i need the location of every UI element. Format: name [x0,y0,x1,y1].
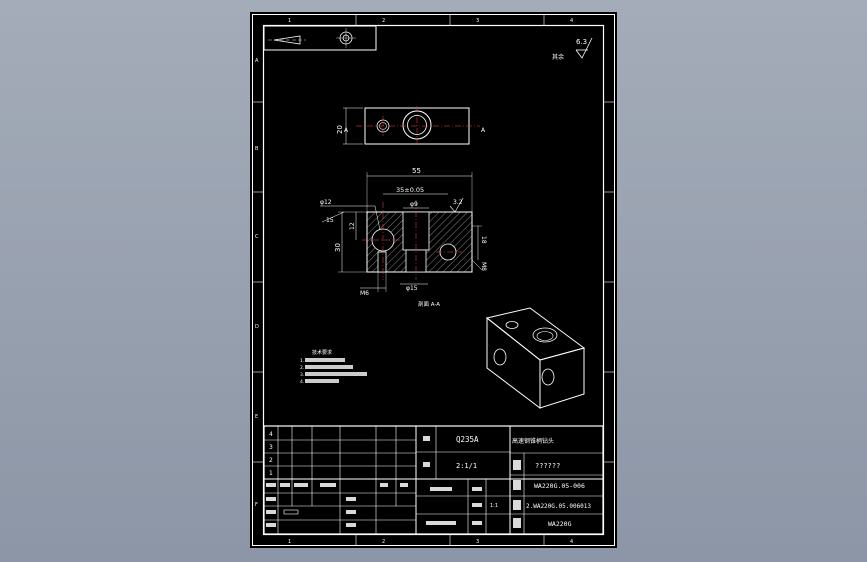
tech-note-1: 1. [300,358,304,364]
roughness-value: 6.3 [576,38,587,46]
section-label: 剖面 A-A [418,300,440,308]
top-view-dim-height: 20 [336,125,344,134]
section-view: 55 35±0.05 φ9 3.2 φ12 15 12 30 18 M8 [320,167,487,308]
product-code: WA220G [548,520,572,528]
dim-overall-55: 55 [412,167,421,175]
technical-drawing: 1 2 3 4 1 2 3 4 A B C D E F 其余 6.3 [252,14,615,546]
tech-note-4: 4. [300,379,304,385]
zone-top-1: 1 [288,18,291,24]
outer-border [252,14,615,546]
zone-left-c: C [255,234,259,240]
zone-top-4: 4 [570,18,573,24]
dim-dia-15: φ15 [406,285,418,292]
drawing-number: WA220G.05-006 [534,482,585,490]
roughness-32: 3.2 [453,199,463,206]
zone-markers: 1 2 3 4 1 2 3 4 A B C D E F [252,14,615,546]
zone-bottom-2: 2 [382,539,385,545]
inner-border [262,24,605,536]
section-a-left: A [344,127,349,134]
rev-row-3: 3 [269,444,273,451]
tech-note-2: 2. [300,365,304,371]
material-value: Q235A [456,435,479,444]
dim-dia-12: φ12 [320,199,332,206]
roughness-other-label: 其余 [552,53,564,61]
zone-left-e: E [255,414,258,420]
sheet-ratio: 1:1 [490,503,498,509]
part-name: 高速钢锥柄钻头 [512,437,554,445]
rev-row-1: 1 [269,470,273,477]
dim-12: 12 [349,222,356,230]
zone-bottom-1: 1 [288,539,291,545]
dim-30: 30 [334,243,342,252]
isometric-view [485,307,586,410]
zone-top-3: 3 [476,18,479,24]
unknown-field: ?????? [535,462,560,470]
zone-left-b: B [255,146,259,152]
thread-m6: M6 [360,290,369,297]
zone-left-a: A [255,58,259,64]
title-block: 4 3 2 1 Q235A 2:1/1 高速钢锥柄钻头 ?????? W [263,425,604,535]
tech-note-3: 3. [300,372,304,378]
zone-bottom-3: 3 [476,539,479,545]
projection-symbol [263,25,377,51]
scale-value: 2:1/1 [456,462,477,470]
drawing-sheet: 1 2 3 4 1 2 3 4 A B C D E F 其余 6.3 [250,12,617,548]
roughness-corner: 其余 6.3 [552,37,593,61]
rev-row-2: 2 [269,457,273,464]
dim-spacing-35: 35±0.05 [396,186,424,194]
dim-18: 18 [480,236,487,244]
thread-m8: M8 [480,262,487,271]
zone-left-d: D [255,324,259,330]
zone-top-2: 2 [382,18,385,24]
rev-row-4: 4 [269,431,273,438]
assembly-number: 2.WA220G.05.006013 [526,503,591,510]
tech-notes: 技术要求 1. 2. 3. 4. [300,349,367,385]
zone-bottom-4: 4 [570,539,573,545]
section-a-right: A [481,127,486,134]
dim-chamfer-15: 15 [326,217,334,224]
tech-notes-title: 技术要求 [312,349,332,356]
dim-dia-9: φ9 [410,201,418,208]
top-view: 20 A A [336,106,486,145]
zone-left-f: F [255,502,258,508]
